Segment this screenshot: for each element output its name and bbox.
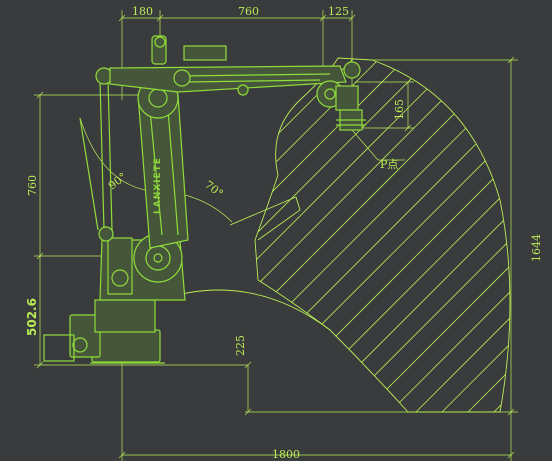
dim-top-right: 125 bbox=[328, 5, 349, 18]
robot-arm bbox=[43, 35, 366, 364]
brand-label: LANXIETE bbox=[153, 157, 163, 214]
hatch-line bbox=[423, 58, 510, 412]
work-envelope bbox=[159, 57, 511, 413]
hatch-line bbox=[255, 58, 510, 412]
hatch-line bbox=[319, 58, 510, 412]
dim-wrist-offset: 165 bbox=[393, 99, 406, 120]
hatch-line bbox=[345, 58, 510, 412]
robot-base bbox=[91, 329, 161, 363]
hatch-line bbox=[255, 58, 510, 412]
hatch-line bbox=[397, 58, 510, 412]
angle-lower-label: 70° bbox=[202, 178, 225, 200]
hatch-line bbox=[501, 58, 510, 412]
dim-bottom-width: 1800 bbox=[272, 448, 300, 461]
hatch-line bbox=[371, 58, 510, 412]
dimension-lines bbox=[34, 10, 518, 461]
hatch-line bbox=[267, 58, 510, 412]
dim-top-mid: 760 bbox=[238, 5, 259, 18]
hatch-line bbox=[255, 58, 467, 412]
upper-arm bbox=[109, 65, 347, 93]
motor-housing bbox=[69, 314, 101, 358]
hatch-line bbox=[255, 58, 363, 412]
point-p-label: P点 bbox=[380, 158, 398, 171]
dim-lower-height: 225 bbox=[234, 335, 247, 356]
hatch-line bbox=[255, 58, 389, 412]
angle-upper-label: 90° bbox=[106, 170, 129, 192]
envelope-hatching bbox=[255, 58, 510, 412]
hatch-line bbox=[255, 58, 441, 412]
dim-left-upper: 760 bbox=[26, 175, 39, 196]
dim-right-tall: 1644 bbox=[530, 234, 543, 262]
hatch-line bbox=[255, 58, 493, 412]
dim-top-left: 180 bbox=[132, 5, 153, 18]
dim-left-lower: 502.6 bbox=[25, 298, 39, 336]
